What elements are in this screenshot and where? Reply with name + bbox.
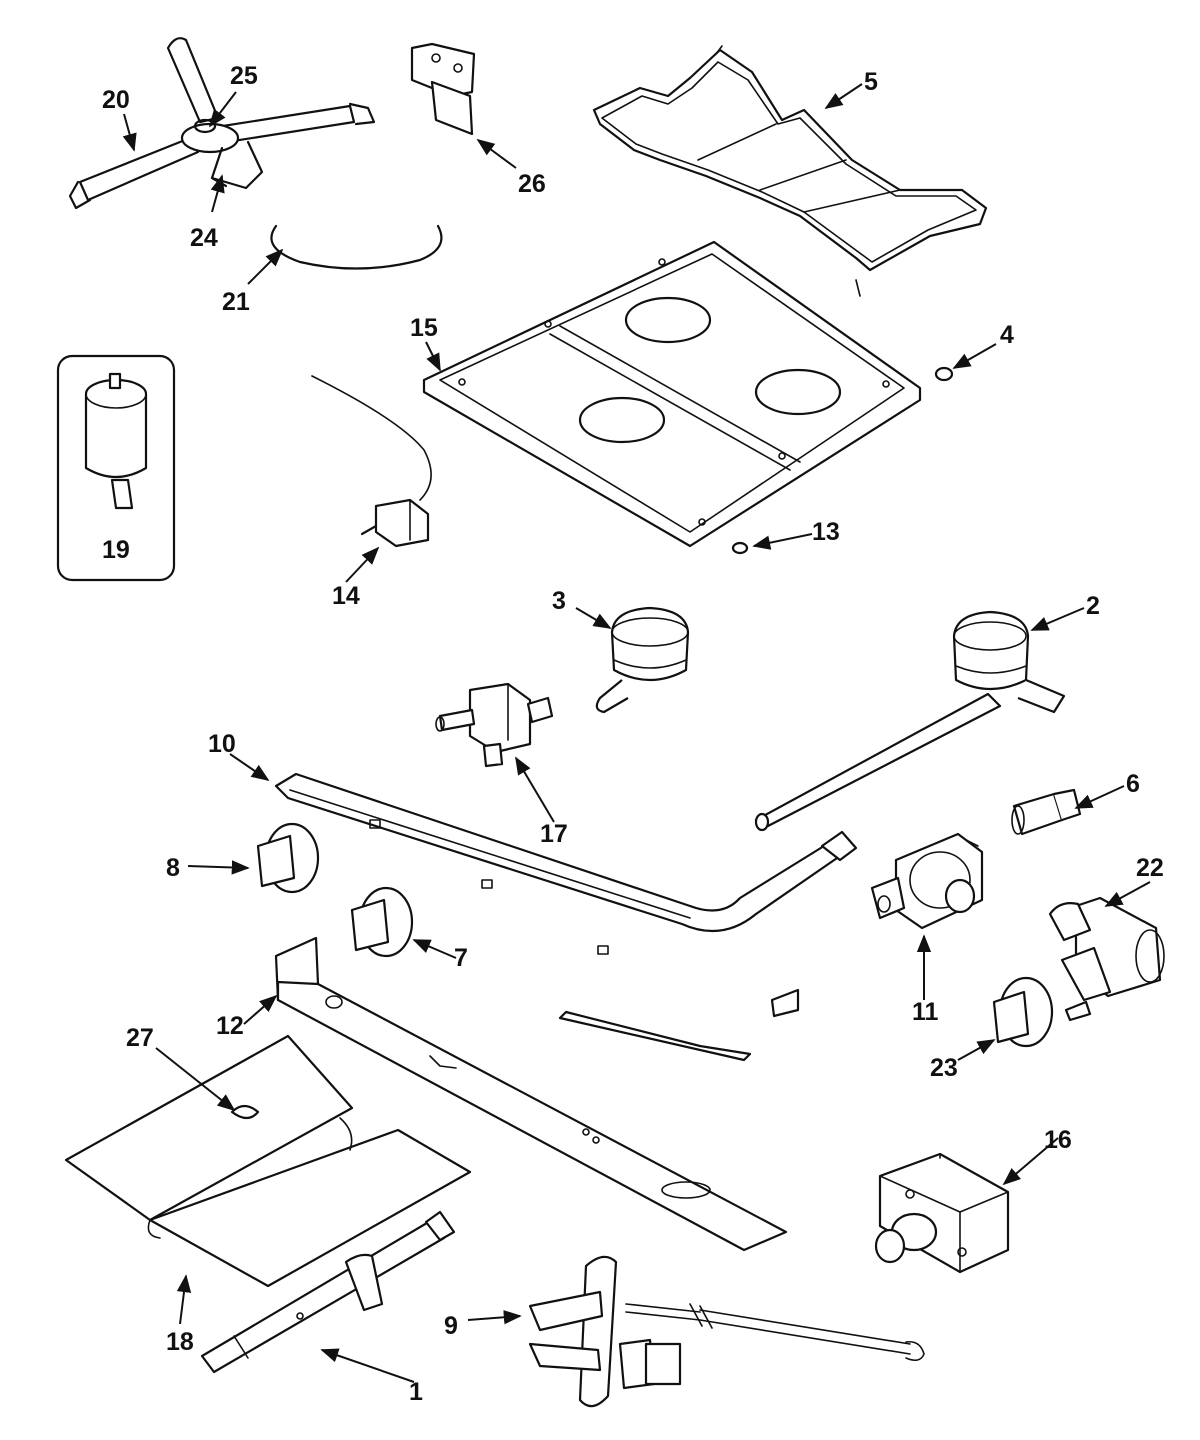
callout-arrows [122,83,1151,1383]
part-ignition-module [874,1152,1010,1274]
callout-2: 2 [1086,592,1100,620]
callout-13: 13 [812,518,840,546]
part-bracket-26 [410,42,476,136]
callout-9: 9 [444,1312,458,1340]
part-burner-spreader [68,37,376,210]
part-burner-right-tube [754,610,1066,832]
part-knob-8 [256,822,320,894]
callout-8: 8 [166,854,180,882]
callout-14: 14 [332,582,360,610]
part-screw [731,541,749,555]
callout-20: 20 [102,86,130,114]
callout-17: 17 [540,820,568,848]
callout-21: 21 [222,288,250,316]
part-grommet [934,366,954,382]
callout-12: 12 [216,1012,244,1040]
callout-15: 15 [410,314,438,342]
callout-4: 4 [1000,321,1014,349]
part-19-inset-box [56,354,176,582]
part-manifold [274,772,858,1062]
callout-27: 27 [126,1024,154,1052]
part-valve [435,682,554,768]
callout-5: 5 [864,68,878,96]
callout-7: 7 [454,944,468,972]
callout-3: 3 [552,587,566,615]
callout-10: 10 [208,730,236,758]
part-regulator [870,832,984,930]
callout-23: 23 [930,1054,958,1082]
callout-19: 19 [102,536,130,564]
callout-24: 24 [190,224,218,252]
part-grate [592,45,988,297]
part-wire-clip [270,224,443,270]
part-solenoid-valve [1048,896,1165,1022]
callout-11: 11 [912,998,939,1026]
callout-6: 6 [1126,770,1140,798]
callout-labels: 1 2 3 4 5 6 7 8 9 10 11 12 13 14 15 16 1… [102,62,1164,1406]
part-wing-nut [230,1104,260,1120]
callout-18: 18 [166,1328,194,1356]
part-heat-shield [64,1034,472,1288]
part-knob-23 [992,976,1054,1048]
part-cooktop-panel [422,240,922,548]
callout-16: 16 [1044,1126,1072,1154]
part-burner-tube [200,1210,456,1374]
part-fitting [1011,788,1082,836]
part-knob-7 [350,886,414,958]
part-switch [311,375,432,548]
callout-25: 25 [230,62,258,90]
part-control-bracket [274,936,788,1252]
callout-1: 1 [409,1378,423,1406]
callout-22: 22 [1136,854,1164,882]
part-burner-left [595,606,690,714]
callout-26: 26 [518,170,546,198]
part-pilot-assembly [528,1255,925,1408]
